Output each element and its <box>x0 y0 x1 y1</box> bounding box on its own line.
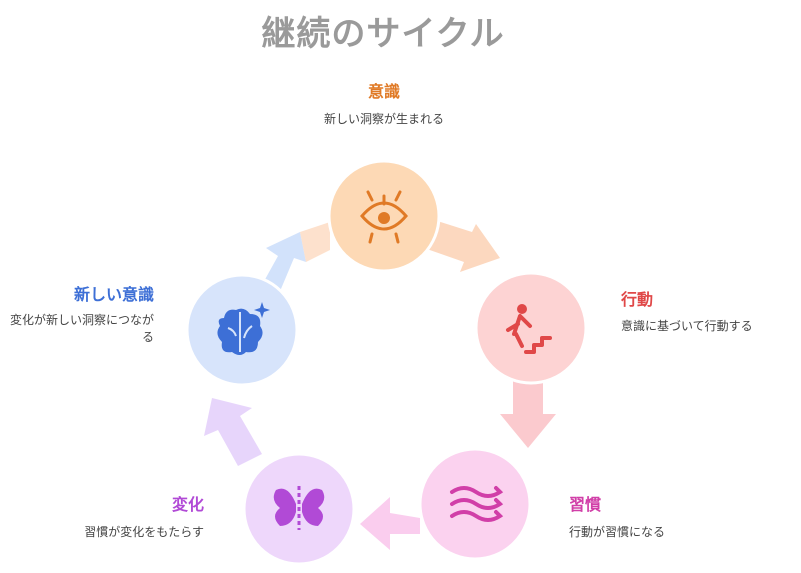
stage-description-new-awareness: 変化が新しい洞察につながる <box>9 313 154 344</box>
butterfly-icon <box>273 486 325 530</box>
eye-insight-icon <box>360 190 408 244</box>
stage-label-change: 変化 <box>171 495 204 514</box>
arrow-change-to-new-awareness <box>204 398 262 466</box>
stage-description-awareness: 新しい洞察が生まれる <box>323 112 444 126</box>
brain-sparkle-icon <box>217 302 270 355</box>
arrow-awareness-to-action <box>424 218 500 272</box>
stage-label-action: 行動 <box>621 290 654 309</box>
stage-circle-action <box>474 271 588 385</box>
waves-icon <box>450 486 504 522</box>
arrow-action-to-habit <box>500 378 556 448</box>
stage-label-awareness: 意識 <box>367 82 400 101</box>
stage-description-action: 意識に基づいて行動する <box>621 319 753 333</box>
arrow-new-awareness-to-awareness <box>258 232 306 296</box>
stage-label-habit: 習慣 <box>569 495 602 514</box>
diagram-title: 継続のサイクル <box>261 14 505 54</box>
person-climbing-stairs-icon <box>506 304 552 354</box>
stage-description-habit: 行動が習慣になる <box>569 525 666 539</box>
arrow-habit-to-change <box>360 497 420 550</box>
stage-description-change: 習慣が変化をもたらす <box>84 525 204 539</box>
arrow-new-awareness-to-awareness-tail <box>300 222 330 262</box>
stage-label-new-awareness: 新しい意識 <box>73 285 154 304</box>
